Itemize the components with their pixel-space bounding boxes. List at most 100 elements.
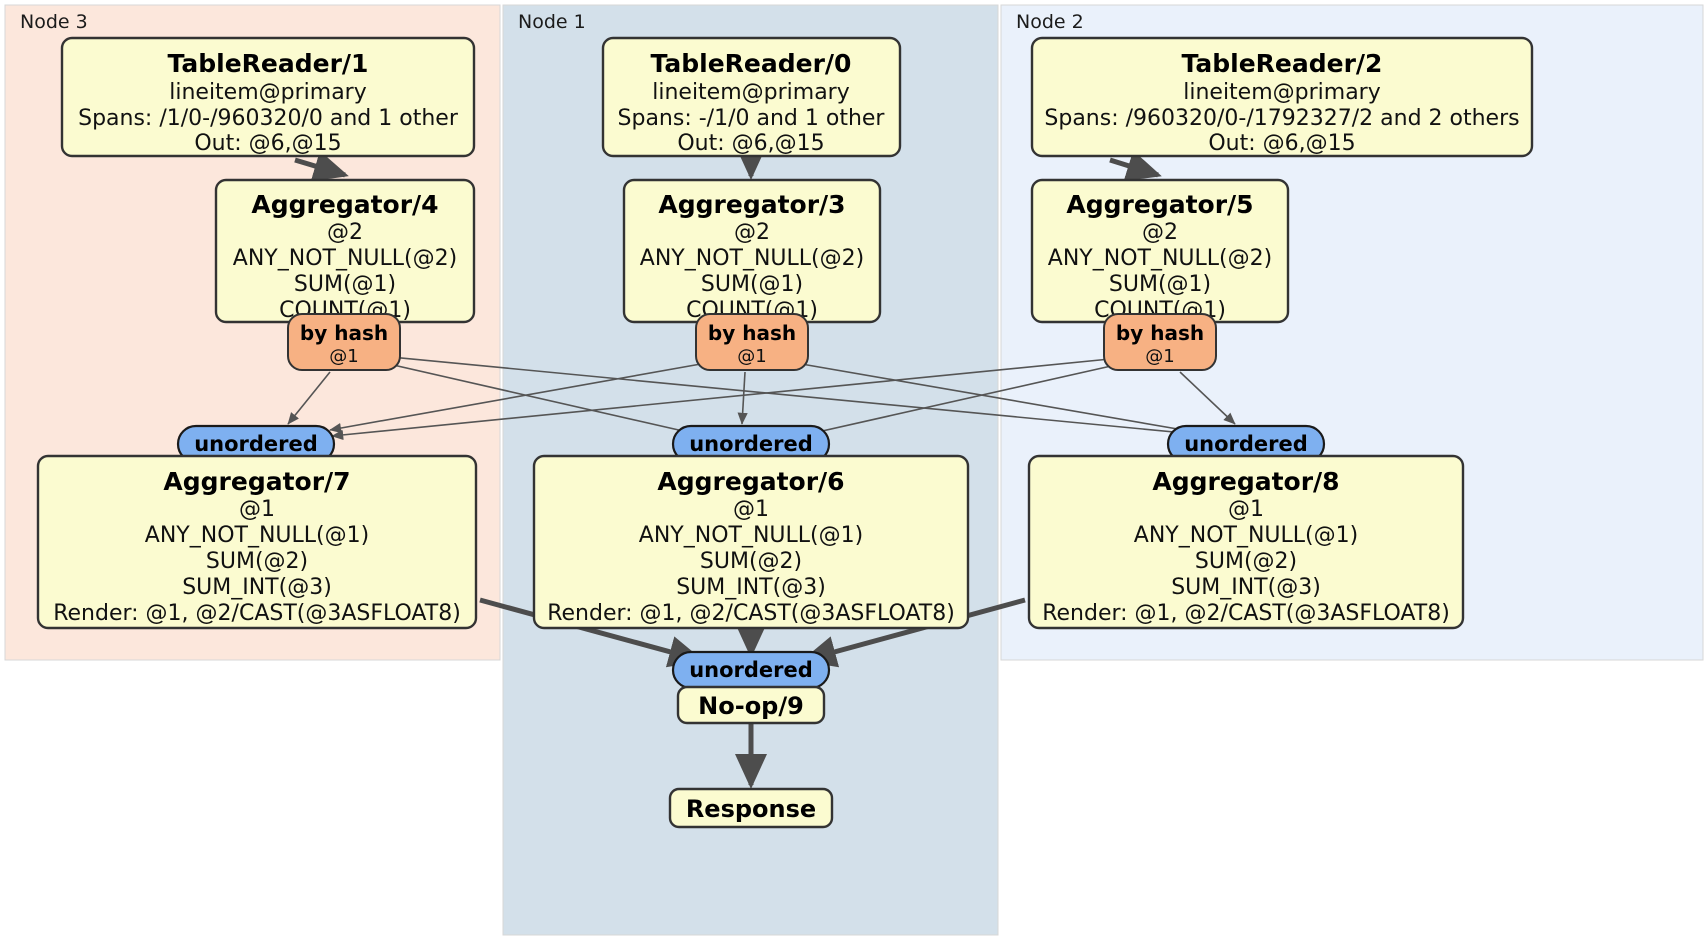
pill-by-hash-left[interactable]: by hash @1 bbox=[287, 313, 401, 371]
edge-tr1-to-agg4 bbox=[294, 150, 349, 182]
box-tablereader0-line-0: lineitem@primary bbox=[652, 80, 850, 105]
box-response-rect[interactable] bbox=[668, 787, 834, 829]
box-tablereader1-rect[interactable] bbox=[60, 36, 476, 158]
panel-node1-label: Node 1 bbox=[518, 11, 586, 33]
box-aggregator3-line-0: @2 bbox=[734, 220, 770, 245]
box-noop9-rect[interactable] bbox=[676, 685, 826, 725]
box-aggregator7-title: Aggregator/7 bbox=[163, 467, 350, 496]
box-aggregator8-line-4: Render: @1, @2/CAST(@3ASFLOAT8) bbox=[1042, 601, 1450, 626]
box-aggregator6-line-1: ANY_NOT_NULL(@1) bbox=[639, 523, 863, 548]
box-aggregator8-line-3: SUM_INT(@3) bbox=[1171, 575, 1321, 600]
box-aggregator8-line-2: SUM(@2) bbox=[1195, 549, 1297, 574]
edge-hash-right-to-unordered-right bbox=[1179, 371, 1236, 425]
pill-by-hash-center-rect[interactable] bbox=[695, 313, 809, 371]
box-aggregator5-line-1: ANY_NOT_NULL(@2) bbox=[1048, 246, 1272, 271]
pill-unordered-right-label: unordered bbox=[1184, 432, 1308, 456]
box-aggregator3[interactable]: Aggregator/3 @2 ANY_NOT_NULL(@2) SUM(@1)… bbox=[622, 178, 882, 324]
pill-by-hash-center[interactable]: by hash @1 bbox=[695, 313, 809, 371]
pill-unordered-final[interactable]: unordered bbox=[671, 650, 831, 690]
box-response[interactable]: Response bbox=[668, 787, 834, 829]
pill-by-hash-right[interactable]: by hash @1 bbox=[1103, 313, 1217, 371]
box-tablereader1-title: TableReader/1 bbox=[168, 49, 369, 78]
box-aggregator8-line-0: @1 bbox=[1228, 497, 1264, 522]
pill-unordered-final-label: unordered bbox=[689, 658, 813, 682]
edge-hash-right-to-unordered-left bbox=[331, 357, 1121, 440]
box-tablereader1-line-2: Out: @6,@15 bbox=[194, 131, 341, 156]
box-aggregator7-line-1: ANY_NOT_NULL(@1) bbox=[145, 523, 369, 548]
pill-unordered-center[interactable]: unordered bbox=[671, 424, 831, 464]
box-aggregator7-line-4: Render: @1, @2/CAST(@3ASFLOAT8) bbox=[53, 601, 461, 626]
box-tablereader1-line-0: lineitem@primary bbox=[169, 80, 367, 105]
box-tablereader2-title: TableReader/2 bbox=[1182, 49, 1383, 78]
box-aggregator4-line-1: ANY_NOT_NULL(@2) bbox=[233, 246, 457, 271]
box-aggregator6-line-4: Render: @1, @2/CAST(@3ASFLOAT8) bbox=[547, 601, 955, 626]
box-aggregator7-rect[interactable] bbox=[36, 454, 478, 630]
box-aggregator3-title: Aggregator/3 bbox=[658, 190, 845, 219]
box-tablereader0[interactable]: TableReader/0 lineitem@primary Spans: -/… bbox=[601, 36, 902, 158]
pill-by-hash-center-title: by hash bbox=[708, 321, 796, 345]
box-tablereader2-rect[interactable] bbox=[1030, 36, 1534, 158]
box-response-title: Response bbox=[686, 795, 816, 823]
box-aggregator6-title: Aggregator/6 bbox=[657, 467, 844, 496]
edge-hash-left-to-unordered-left bbox=[287, 371, 331, 425]
edge-hash-center-to-unordered-left bbox=[329, 361, 713, 434]
box-aggregator4-line-0: @2 bbox=[327, 220, 363, 245]
box-aggregator5[interactable]: Aggregator/5 @2 ANY_NOT_NULL(@2) SUM(@1)… bbox=[1030, 178, 1290, 324]
box-aggregator4[interactable]: Aggregator/4 @2 ANY_NOT_NULL(@2) SUM(@1)… bbox=[214, 178, 476, 324]
box-aggregator5-line-2: SUM(@1) bbox=[1109, 272, 1211, 297]
edge-hash-center-to-unordered-center bbox=[737, 371, 748, 425]
box-tablereader0-line-2: Out: @6,@15 bbox=[677, 131, 824, 156]
box-tablereader0-rect[interactable] bbox=[601, 36, 902, 158]
box-aggregator6-rect[interactable] bbox=[532, 454, 970, 630]
box-tablereader0-title: TableReader/0 bbox=[651, 49, 852, 78]
box-aggregator7[interactable]: Aggregator/7 @1 ANY_NOT_NULL(@1) SUM(@2)… bbox=[36, 454, 478, 630]
flow-edges bbox=[294, 145, 1162, 790]
edge-hash-right-to-unordered-center bbox=[799, 363, 1121, 439]
edge-hash-left-to-unordered-right bbox=[379, 355, 1196, 439]
panel-node2-label: Node 2 bbox=[1016, 11, 1084, 33]
box-aggregator6-line-2: SUM(@2) bbox=[700, 549, 802, 574]
hash-routing-edges bbox=[287, 355, 1236, 440]
box-noop9[interactable]: No-op/9 bbox=[676, 685, 826, 725]
pill-by-hash-left-sub: @1 bbox=[329, 346, 358, 367]
box-aggregator5-line-0: @2 bbox=[1142, 220, 1178, 245]
panel-node3-label: Node 3 bbox=[20, 11, 88, 33]
pill-by-hash-center-sub: @1 bbox=[737, 346, 766, 367]
box-aggregator7-line-2: SUM(@2) bbox=[206, 549, 308, 574]
box-aggregator8-rect[interactable] bbox=[1027, 454, 1465, 630]
edge-tr2-to-agg5 bbox=[1109, 150, 1162, 182]
box-noop9-title: No-op/9 bbox=[698, 692, 804, 720]
box-aggregator7-line-3: SUM_INT(@3) bbox=[182, 575, 332, 600]
pill-unordered-center-label: unordered bbox=[689, 432, 813, 456]
box-tablereader2-line-2: Out: @6,@15 bbox=[1208, 131, 1355, 156]
edge-hash-left-to-unordered-center bbox=[379, 361, 706, 439]
box-tablereader2-line-1: Spans: /960320/0-/1792327/2 and 2 others bbox=[1044, 106, 1519, 131]
box-tablereader1[interactable]: TableReader/1 lineitem@primary Spans: /1… bbox=[60, 36, 476, 158]
box-aggregator5-title: Aggregator/5 bbox=[1066, 190, 1253, 219]
pill-by-hash-left-title: by hash bbox=[300, 321, 388, 345]
box-aggregator7-line-0: @1 bbox=[239, 497, 275, 522]
pill-by-hash-left-rect[interactable] bbox=[287, 313, 401, 371]
box-aggregator4-title: Aggregator/4 bbox=[251, 190, 438, 219]
box-aggregator8-title: Aggregator/8 bbox=[1152, 467, 1339, 496]
pill-by-hash-right-title: by hash bbox=[1116, 321, 1204, 345]
pill-by-hash-right-sub: @1 bbox=[1145, 346, 1174, 367]
edge-agg7-to-unordered-final bbox=[479, 597, 704, 668]
pill-unordered-right[interactable]: unordered bbox=[1166, 424, 1326, 464]
pill-unordered-left-label: unordered bbox=[194, 432, 318, 456]
box-aggregator3-line-2: SUM(@1) bbox=[701, 272, 803, 297]
box-aggregator6-line-3: SUM_INT(@3) bbox=[676, 575, 826, 600]
box-tablereader2[interactable]: TableReader/2 lineitem@primary Spans: /9… bbox=[1030, 36, 1534, 158]
box-aggregator4-line-2: SUM(@1) bbox=[294, 272, 396, 297]
box-aggregator6-line-0: @1 bbox=[733, 497, 769, 522]
box-tablereader2-line-0: lineitem@primary bbox=[1183, 80, 1381, 105]
box-tablereader0-line-1: Spans: -/1/0 and 1 other bbox=[618, 106, 886, 131]
box-aggregator6[interactable]: Aggregator/6 @1 ANY_NOT_NULL(@1) SUM(@2)… bbox=[532, 454, 970, 630]
pill-unordered-left[interactable]: unordered bbox=[176, 424, 336, 464]
pill-by-hash-right-rect[interactable] bbox=[1103, 313, 1217, 371]
box-aggregator8-line-1: ANY_NOT_NULL(@1) bbox=[1134, 523, 1358, 548]
box-aggregator8[interactable]: Aggregator/8 @1 ANY_NOT_NULL(@1) SUM(@2)… bbox=[1027, 454, 1465, 630]
edge-hash-center-to-unordered-right bbox=[789, 361, 1196, 436]
